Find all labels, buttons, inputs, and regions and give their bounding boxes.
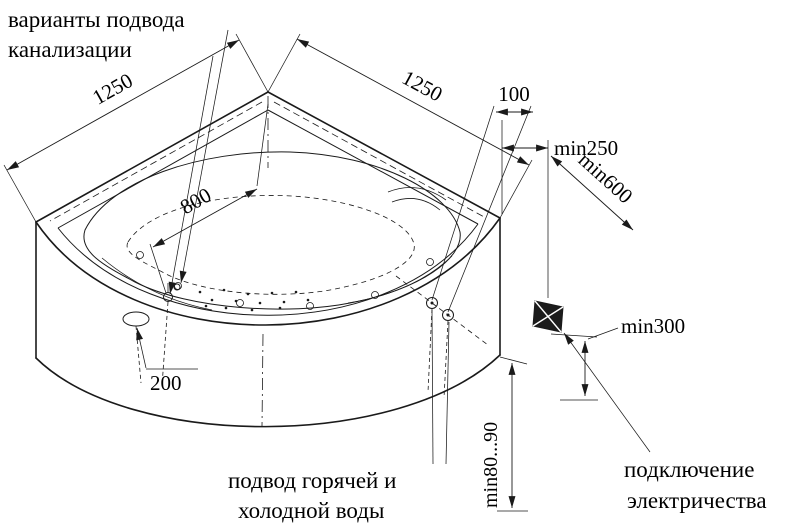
siphon-outlet xyxy=(122,311,150,327)
rim-right-edge xyxy=(267,91,501,219)
water-label-line1: подвод горячей и xyxy=(228,468,396,493)
dim-min300-value: min300 xyxy=(621,314,685,338)
electric-label-line1: подключение xyxy=(624,457,754,482)
bowl-contour-right xyxy=(347,255,453,304)
electric-label-line2: электричества xyxy=(627,488,767,513)
water-line-hidden xyxy=(395,275,489,346)
drain-fitting-lower xyxy=(163,292,173,302)
water-fitting-1 xyxy=(426,297,438,309)
hidden-edge-right xyxy=(273,101,487,219)
water-leader-1 xyxy=(431,309,434,465)
apron-bottom-arc xyxy=(35,354,501,428)
dim-200-value: 200 xyxy=(150,371,182,395)
text-labels: варианты подвода канализации подвод горя… xyxy=(8,7,767,523)
bowl-contour-left xyxy=(101,257,213,311)
inner-rim-right xyxy=(267,109,479,225)
dim-1250-right-value: 1250 xyxy=(398,65,446,106)
dimension-1250-left: 1250 xyxy=(3,33,269,223)
dim-1250-left-value: 1250 xyxy=(88,68,136,109)
bathtub-drawing xyxy=(35,91,501,428)
sewage-leader-2 xyxy=(168,55,214,295)
inner-rim-left xyxy=(57,109,269,229)
sewage-leader-1 xyxy=(179,29,229,284)
jet-nozzles xyxy=(136,251,434,310)
headrest-arc-inner xyxy=(391,198,441,211)
dim-100-value: 100 xyxy=(498,82,530,106)
dim-gap-value: min80...90 xyxy=(480,422,502,508)
dimension-200: 200 xyxy=(136,327,198,395)
bottom-air-dots xyxy=(198,288,310,312)
water-pipe-hidden-1 xyxy=(427,308,433,393)
hidden-edge-left xyxy=(49,101,263,222)
sewage-label-line1: варианты подвода xyxy=(8,7,185,32)
water-fitting-2 xyxy=(442,309,454,321)
axis-line-front xyxy=(261,333,264,427)
water-label-line2: холодной воды xyxy=(238,498,384,523)
dim-800-value: 800 xyxy=(176,183,215,219)
dimension-1250-right: 1250 xyxy=(267,33,533,219)
dimension-min250: min250 xyxy=(501,120,618,298)
drain-pipe-hidden xyxy=(161,301,169,387)
dimension-min300: min300 xyxy=(550,314,685,401)
electrical-box-symbol xyxy=(532,300,564,333)
leader-lines xyxy=(168,29,651,465)
electric-leader xyxy=(563,332,651,453)
bowl-bottom-outline xyxy=(126,195,415,295)
water-connection-group xyxy=(395,275,489,399)
water-leader-2 xyxy=(445,321,450,465)
dimension-floor-gap: min80...90 xyxy=(480,356,528,512)
water-pipe-hidden-2 xyxy=(443,320,449,399)
rim-front-arc xyxy=(35,217,501,326)
inner-rim-arc xyxy=(57,223,479,316)
sewage-label-line2: канализации xyxy=(8,37,132,62)
headrest-arc-outer xyxy=(387,187,447,201)
dimension-100: 100 xyxy=(431,82,533,313)
